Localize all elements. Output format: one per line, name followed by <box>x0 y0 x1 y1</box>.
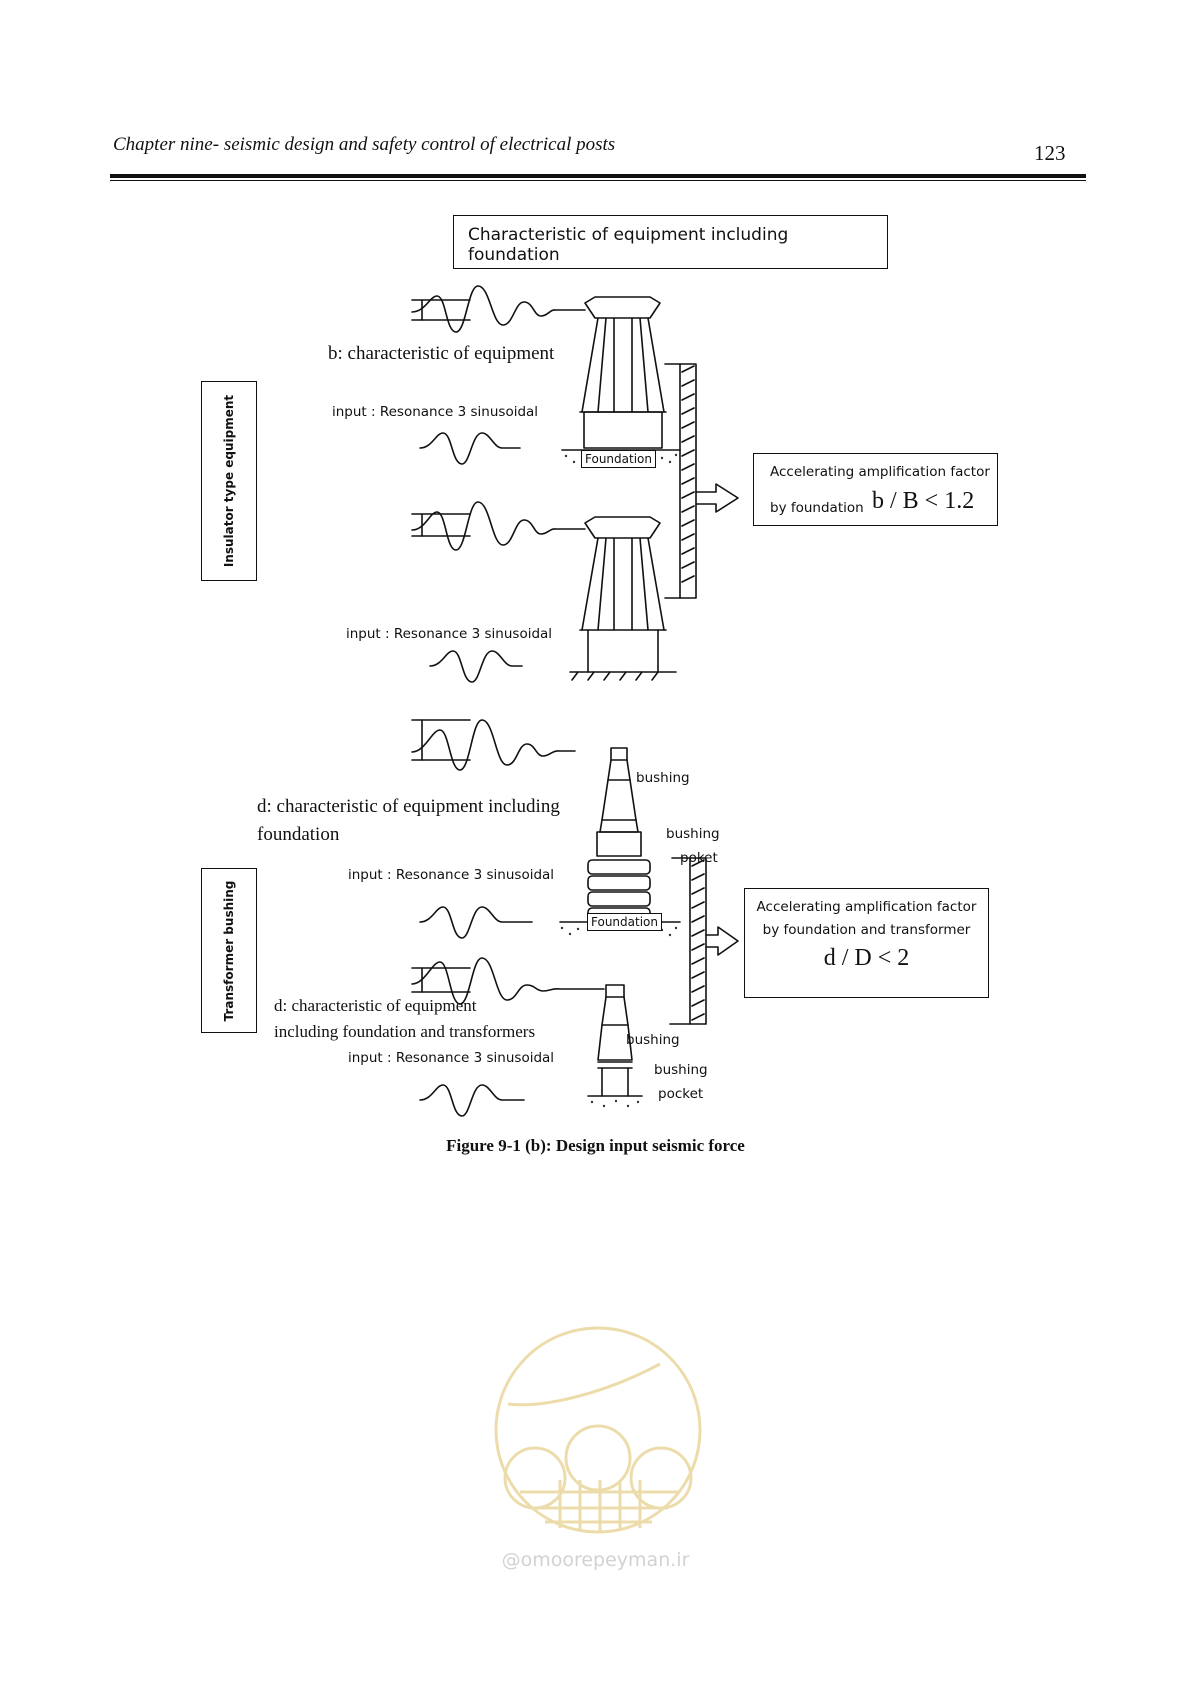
insulator-char-b: b: characteristic of equipment <box>328 343 555 364</box>
watermark-url: @omoorepeyman.ir <box>501 1549 690 1571</box>
input-wave-2 <box>429 650 523 683</box>
insulator-foundation-label: Foundation <box>581 450 656 468</box>
header-rule-thin <box>110 180 1086 181</box>
chapter-title: Chapter nine- seismic design and safety … <box>113 134 616 155</box>
insulator-input-2: input : Resonance 3 sinusoidal <box>346 626 553 642</box>
bushing-pocket-label-2b: pocket <box>658 1086 704 1102</box>
transformer-foundation-label: Foundation <box>587 913 662 931</box>
insulator-amplification-box: Accelerating amplification factor by fou… <box>753 453 998 526</box>
transformer-amp-line2: by foundation and transformer <box>762 922 971 938</box>
response-wave-3 <box>411 719 576 771</box>
insulator-1 <box>561 296 681 451</box>
bushing-label-2: bushing <box>626 1032 680 1048</box>
transformer-side-label: Transformer bushing <box>201 868 257 1033</box>
page-number: 123 <box>1034 141 1066 165</box>
response-wave-4 <box>411 957 605 1005</box>
bushing-pocket-label-1a: bushing <box>666 826 720 842</box>
insulator-side-label-text: Insulator type equipment <box>222 394 236 568</box>
transformer-char-d2-line2: including foundation and transformers <box>274 1022 536 1041</box>
transformer-amplification-box: Accelerating amplification factor by fou… <box>744 888 989 998</box>
insulator-amp-formula: b / B < 1.2 <box>872 488 975 514</box>
transformer-side-label-text: Transformer bushing <box>222 880 236 1021</box>
insulator-side-label: Insulator type equipment <box>201 381 257 581</box>
transformer-char-d1-line1: d: characteristic of equipment including <box>257 796 560 817</box>
input-wave-4 <box>419 1084 525 1117</box>
input-wave-3 <box>419 906 533 939</box>
bushing-bracket <box>669 857 739 1025</box>
transformer-input-1: input : Resonance 3 sinusoidal <box>348 867 555 883</box>
header-rule-thick <box>110 174 1086 178</box>
ground-hatching <box>560 453 678 1108</box>
bushing-2 <box>587 984 643 1097</box>
bushing-pocket-label-2a: bushing <box>654 1062 708 1078</box>
figure-caption: Figure 9-1 (b): Design input seismic for… <box>446 1136 745 1155</box>
watermark-logo <box>494 1326 702 1534</box>
insulator-amp-line2: by foundation <box>770 500 864 516</box>
transformer-amp-formula: d / D < 2 <box>823 945 910 971</box>
transformer-amp-line1: Accelerating amplification factor <box>756 899 977 915</box>
insulator-amp-line1: Accelerating amplification factor <box>770 464 990 480</box>
input-wave-1 <box>419 432 521 465</box>
insulator-bracket <box>664 363 739 599</box>
insulator-input-1: input : Resonance 3 sinusoidal <box>332 404 539 420</box>
transformer-char-d1-line2: foundation <box>257 824 340 845</box>
bushing-label-1: bushing <box>636 770 690 786</box>
transformer-char-d2-line1: d: characteristic of equipment <box>274 996 477 1015</box>
bushing-pocket-label-1b: poket <box>680 850 718 866</box>
transformer-input-2: input : Resonance 3 sinusoidal <box>348 1050 555 1066</box>
response-wave-1 <box>411 285 586 333</box>
top-box: Characteristic of equipment including fo… <box>453 215 888 269</box>
response-wave-2 <box>411 501 586 551</box>
insulator-2 <box>569 516 677 681</box>
